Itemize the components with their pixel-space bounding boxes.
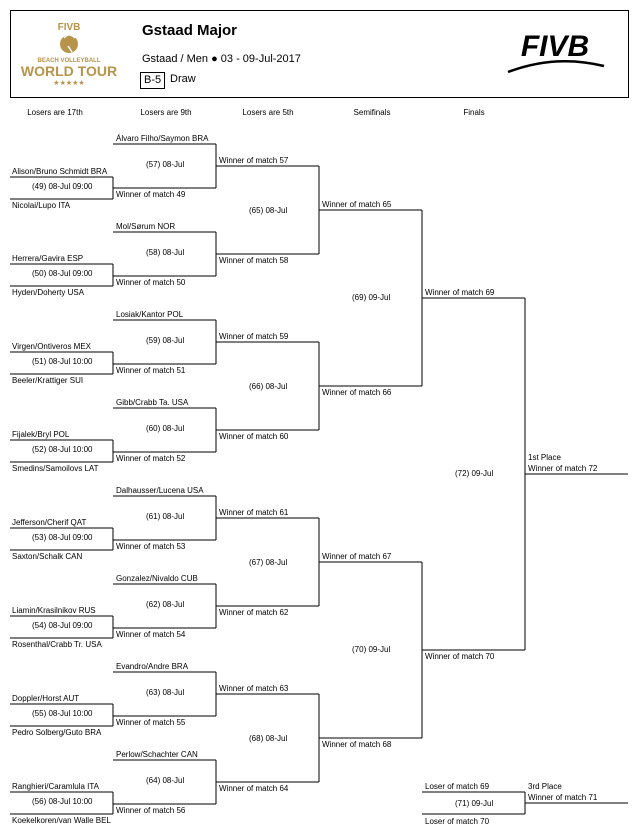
r1-match-info: (56) 08-Jul 10:00 [32, 797, 93, 806]
r3-team-top: Winner of match 63 [219, 684, 289, 693]
draw-label: Draw [170, 73, 196, 85]
r1-match-info: (49) 08-Jul 09:00 [32, 182, 93, 191]
r2-team-top: Perlow/Schachter CAN [116, 750, 198, 759]
r2-match-info: (62) 08-Jul [146, 600, 184, 609]
third-team-bottom: Loser of match 70 [425, 817, 490, 826]
r2-team-top: Gibb/Crabb Ta. USA [116, 398, 189, 407]
r1-team-top: Alison/Bruno Schmidt BRA [12, 167, 108, 176]
column-header: Finals [463, 108, 484, 117]
r2-team-bottom: Winner of match 54 [116, 630, 186, 639]
r3-team-bottom: Winner of match 60 [219, 432, 289, 441]
final-match-info: (72) 09-Jul [455, 469, 493, 478]
r3-team-bottom: Winner of match 64 [219, 784, 289, 793]
sf-team-bottom: Winner of match 68 [322, 740, 392, 749]
logo-ball-icon [60, 35, 78, 53]
r2-match-info: (61) 08-Jul [146, 512, 184, 521]
r2-match-info: (64) 08-Jul [146, 776, 184, 785]
draw-code-badge: B-5 [140, 72, 166, 89]
r1-team-bottom: Beeler/Krattiger SUI [12, 376, 83, 385]
r1-team-bottom: Koekelkoren/van Walle BEL [12, 816, 111, 825]
r2-match-info: (57) 08-Jul [146, 160, 184, 169]
r2-team-bottom: Winner of match 50 [116, 278, 186, 287]
r1-match-info: (51) 08-Jul 10:00 [32, 357, 93, 366]
r1-team-top: Fijalek/Bryl POL [12, 430, 70, 439]
column-header: Losers are 17th [27, 108, 83, 117]
event-subtitle: Gstaad / Men ● 03 - 09-Jul-2017 [142, 53, 301, 65]
r2-team-bottom: Winner of match 55 [116, 718, 186, 727]
column-header: Losers are 5th [242, 108, 293, 117]
column-header: Semifinals [354, 108, 391, 117]
r1-team-top: Jefferson/Cherif QAT [12, 518, 87, 527]
logo-fivb-small: FIVB [58, 22, 81, 33]
third-place-label: 3rd Place [528, 782, 562, 791]
final-team-top: Winner of match 69 [425, 288, 495, 297]
logo-player-icon [63, 34, 76, 53]
fivb-logo-text: FIVB [521, 30, 589, 63]
r2-team-bottom: Winner of match 51 [116, 366, 186, 375]
r1-team-bottom: Pedro Solberg/Guto BRA [12, 728, 102, 737]
r1-team-top: Doppler/Horst AUT [12, 694, 79, 703]
r1-match-info: (54) 08-Jul 09:00 [32, 621, 93, 630]
r1-team-bottom: Saxton/Schalk CAN [12, 552, 82, 561]
r3-team-bottom: Winner of match 58 [219, 256, 289, 265]
r3-match-info: (68) 08-Jul [249, 734, 287, 743]
third-place-winner: Winner of match 71 [528, 793, 598, 802]
r2-team-top: Losiak/Kantor POL [116, 310, 184, 319]
page-title: Gstaad Major [142, 22, 238, 39]
r2-team-bottom: Winner of match 53 [116, 542, 186, 551]
third-team-top: Loser of match 69 [425, 782, 490, 791]
r3-match-info: (67) 08-Jul [249, 558, 287, 567]
logo-beach-volleyball: BEACH VOLLEYBALL [38, 58, 101, 64]
r3-match-info: (65) 08-Jul [249, 206, 287, 215]
r1-team-top: Virgen/Ontiveros MEX [12, 342, 92, 351]
r1-match-info: (52) 08-Jul 10:00 [32, 445, 93, 454]
r2-team-top: Evandro/Andre BRA [116, 662, 189, 671]
r3-team-top: Winner of match 59 [219, 332, 289, 341]
r1-team-top: Ranghieri/Caramlula ITA [12, 782, 100, 791]
header-box [10, 10, 629, 98]
r3-team-bottom: Winner of match 62 [219, 608, 289, 617]
r3-team-top: Winner of match 61 [219, 508, 289, 517]
r2-match-info: (58) 08-Jul [146, 248, 184, 257]
sf-team-top: Winner of match 67 [322, 552, 392, 561]
r2-match-info: (60) 08-Jul [146, 424, 184, 433]
r2-team-top: Gonzalez/Nivaldo CUB [116, 574, 198, 583]
fivb-logo-swoosh [507, 59, 605, 74]
sf-team-top: Winner of match 65 [322, 200, 392, 209]
r2-match-info: (63) 08-Jul [146, 688, 184, 697]
logo-stars: ★★★★★ [53, 79, 84, 87]
r3-match-info: (66) 08-Jul [249, 382, 287, 391]
r2-team-bottom: Winner of match 56 [116, 806, 186, 815]
r3-team-top: Winner of match 57 [219, 156, 289, 165]
r1-team-bottom: Hyden/Doherty USA [12, 288, 85, 297]
sf-match-info: (70) 09-Jul [352, 645, 390, 654]
r1-team-bottom: Nicolai/Lupo ITA [12, 201, 71, 210]
sf-match-info: (69) 09-Jul [352, 293, 390, 302]
column-header: Losers are 9th [140, 108, 191, 117]
sf-team-bottom: Winner of match 66 [322, 388, 392, 397]
r1-team-top: Herrera/Gavira ESP [12, 254, 83, 263]
first-place-winner: Winner of match 72 [528, 464, 598, 473]
r2-team-top: Dalhausser/Lucena USA [116, 486, 204, 495]
r2-team-bottom: Winner of match 52 [116, 454, 186, 463]
fivb-logo: FIVB [507, 30, 605, 74]
r1-match-info: (50) 08-Jul 09:00 [32, 269, 93, 278]
final-team-bottom: Winner of match 70 [425, 652, 495, 661]
logo-world-tour: WORLD TOUR [21, 63, 117, 79]
r1-match-info: (53) 08-Jul 09:00 [32, 533, 93, 542]
first-place-label: 1st Place [528, 453, 561, 462]
third-match-info: (71) 09-Jul [455, 799, 493, 808]
r1-team-bottom: Smedins/Samoilovs LAT [12, 464, 99, 473]
r2-team-bottom: Winner of match 49 [116, 190, 186, 199]
r1-match-info: (55) 08-Jul 10:00 [32, 709, 93, 718]
r2-match-info: (59) 08-Jul [146, 336, 184, 345]
r1-team-top: Liamin/Krasilnikov RUS [12, 606, 96, 615]
r1-team-bottom: Rosenthal/Crabb Tr. USA [12, 640, 102, 649]
r2-team-top: Álvaro Filho/Saymon BRA [116, 134, 209, 143]
fivb-beach-volleyball-world-tour-logo: FIVB BEACH VOLLEYBALL WORLD TOUR ★★★★★ [21, 22, 117, 87]
r2-team-top: Mol/Sørum NOR [116, 222, 175, 231]
